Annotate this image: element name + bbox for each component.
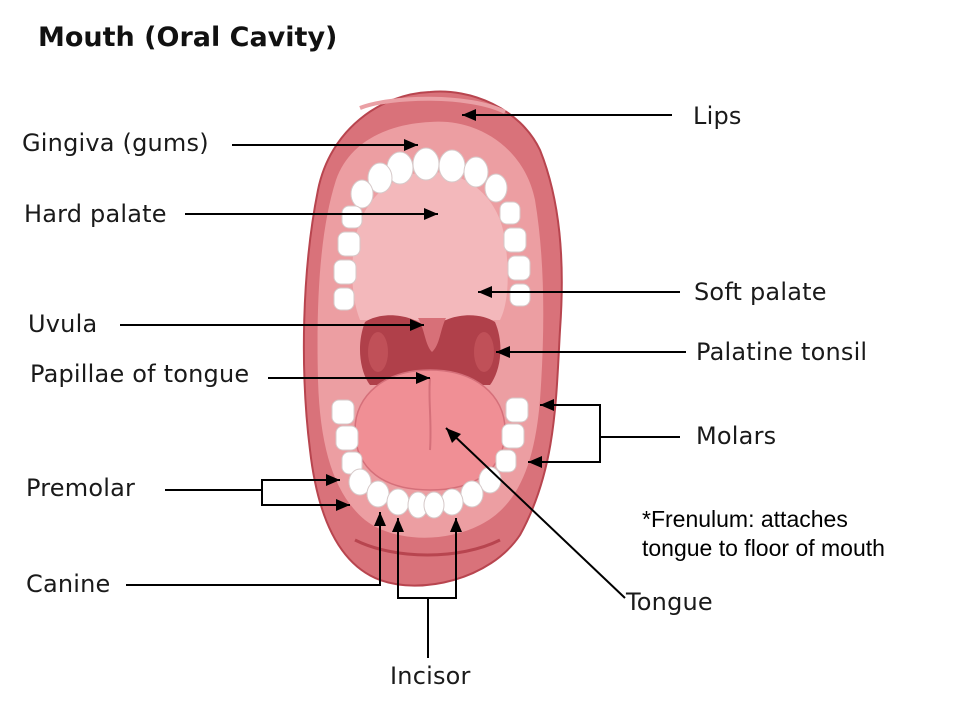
throat [359, 315, 501, 385]
palate [352, 172, 508, 320]
leader-canine [126, 512, 381, 586]
leader-tongue [445, 427, 626, 599]
label-gingiva: Gingiva (gums) [22, 129, 209, 157]
label-papillae: Papillae of tongue [30, 360, 250, 388]
diagram-title: Mouth (Oral Cavity) [38, 22, 338, 53]
label-palatine-tonsil: Palatine tonsil [696, 338, 868, 366]
leader-lines [120, 114, 686, 658]
palatine-tonsil-right [474, 332, 494, 372]
arrowheads [326, 109, 554, 532]
label-premolar: Premolar [26, 474, 136, 502]
frenulum-note: *Frenulum: attaches tongue to floor of m… [642, 505, 885, 563]
label-lips: Lips [693, 102, 742, 130]
label-canine: Canine [26, 570, 111, 598]
label-soft-palate: Soft palate [694, 278, 827, 306]
frenulum-note-line1: *Frenulum: attaches [642, 506, 848, 532]
label-molars: Molars [696, 422, 777, 450]
palatine-tonsil-left [368, 332, 388, 372]
frenulum-note-line2: tongue to floor of mouth [642, 535, 885, 561]
mouth-illustration [302, 90, 563, 587]
uvula [418, 318, 446, 352]
label-uvula: Uvula [28, 310, 98, 338]
upper-teeth [333, 147, 531, 311]
label-hard-palate: Hard palate [24, 200, 167, 228]
label-tongue: Tongue [626, 588, 713, 616]
label-incisor: Incisor [390, 662, 471, 690]
lower-teeth [331, 397, 529, 519]
